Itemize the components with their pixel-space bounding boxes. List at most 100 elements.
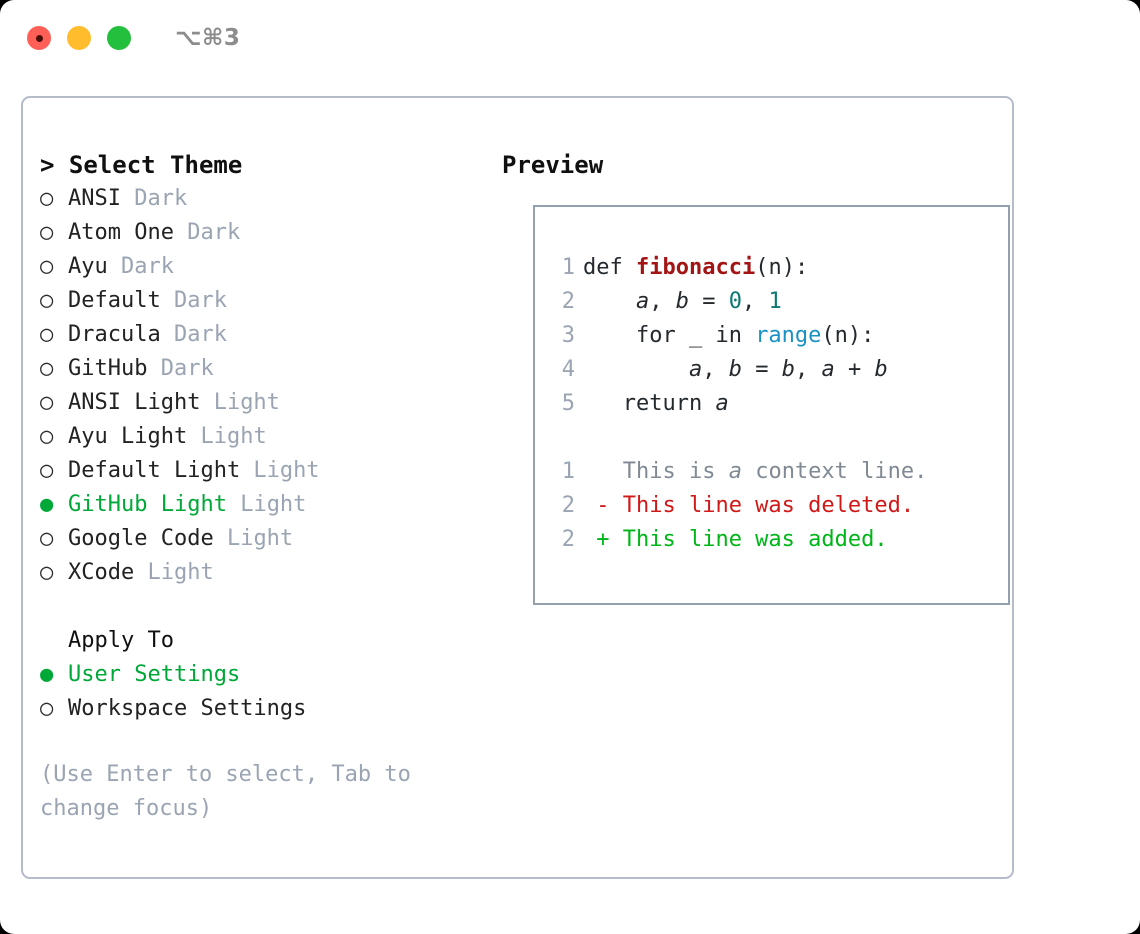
minimize-dot[interactable]: [67, 26, 91, 50]
code-line-content: def fibonacci(n):: [583, 251, 808, 285]
theme-selection-panel: > Select Theme ○ANSI Dark○Atom One Dark○…: [40, 148, 490, 826]
code-token: for _ in: [583, 323, 756, 348]
line-number: 2: [561, 289, 575, 314]
code-token: +: [834, 357, 875, 382]
code-line: 5 return a: [535, 387, 1008, 421]
radio-empty-icon: ○: [40, 424, 54, 449]
code-token: b: [781, 357, 795, 382]
line-number: 3: [561, 323, 575, 348]
radio-selected-icon: ●: [40, 492, 54, 517]
keyboard-hint: (Use Enter to select, Tab to change focu…: [40, 762, 425, 821]
code-line-content: This is a context line.: [583, 455, 928, 489]
code-token: def: [583, 255, 636, 280]
code-token: [583, 289, 636, 314]
code-line-content: a, b = b, a + b: [583, 353, 888, 387]
theme-option-ayu-light[interactable]: ○ Ayu Light Light: [40, 420, 490, 454]
code-token: return: [583, 391, 716, 416]
radio-empty-icon: ○: [40, 288, 54, 313]
apply-to-option-user-settings[interactable]: ●User Settings: [40, 658, 490, 692]
code-token: This is: [583, 459, 729, 484]
list-spacer: [40, 590, 490, 624]
code-token: [583, 425, 596, 450]
code-token: a: [688, 357, 703, 382]
code-token: =: [688, 289, 729, 314]
theme-option-google-code[interactable]: ○Google Code Light: [40, 522, 490, 556]
line-number: 1: [561, 459, 575, 484]
code-token: =: [741, 357, 782, 382]
theme-option-xcode[interactable]: ○XCode Light: [40, 556, 490, 590]
theme-option-label: ANSI: [68, 186, 121, 211]
code-token: a: [728, 459, 742, 484]
code-token: range: [755, 323, 822, 348]
theme-option-default[interactable]: ○ Default Dark: [40, 284, 490, 318]
apply-to-label: Apply To: [68, 628, 174, 653]
theme-option-ayu[interactable]: ○Ayu Dark: [40, 250, 490, 284]
theme-variant-tag: Light: [187, 424, 267, 449]
code-token: + This line was added.: [583, 527, 888, 552]
code-token: 0: [728, 289, 742, 314]
theme-variant-tag: Light: [200, 390, 280, 415]
theme-option-label: Google Code: [68, 526, 214, 551]
theme-option-label: GitHub Light: [68, 492, 227, 517]
theme-option-label: Ayu: [68, 254, 108, 279]
theme-option-label: ANSI Light: [68, 390, 201, 415]
theme-option-github[interactable]: ○GitHub Dark: [40, 352, 490, 386]
radio-empty-icon: ○: [40, 560, 54, 585]
apply-to-heading: ○ Apply To: [40, 624, 490, 658]
radio-empty-icon: ○: [40, 526, 54, 551]
code-token: ,: [702, 357, 729, 382]
line-number: 4: [561, 357, 575, 382]
radio-empty-icon: ○: [40, 356, 54, 381]
theme-option-label: Default: [68, 288, 161, 313]
code-token: a: [821, 357, 835, 382]
code-line: 3 for _ in range(n):: [535, 319, 1008, 353]
apply-to-list: ●User Settings○Workspace Settings: [40, 658, 490, 726]
theme-option-label: GitHub: [68, 356, 148, 381]
radio-empty-icon: ○: [40, 186, 54, 211]
code-line: [535, 421, 1008, 455]
dialog-card: > Select Theme ○ANSI Dark○Atom One Dark○…: [21, 96, 1014, 879]
apply-to-option-label: Workspace Settings: [68, 696, 307, 721]
code-token: b: [675, 289, 689, 314]
code-token: context line.: [741, 459, 928, 484]
theme-option-ansi[interactable]: ○ANSI Dark: [40, 182, 490, 216]
code-token: (n):: [755, 255, 809, 280]
code-token: [583, 357, 689, 382]
radio-empty-icon: ○: [40, 220, 54, 245]
theme-variant-tag: Light: [226, 492, 307, 517]
code-token: b: [728, 357, 742, 382]
code-line: 1 def fibonacci(n):: [535, 251, 1008, 285]
close-dot[interactable]: [27, 26, 51, 50]
theme-variant-tag: Dark: [107, 254, 174, 279]
code-line: 1 This is a context line.: [535, 455, 1008, 489]
code-token: ,: [741, 289, 769, 314]
theme-option-ansi-light[interactable]: ○ ANSI Light Light: [40, 386, 490, 420]
theme-option-label: Ayu Light: [68, 424, 188, 449]
code-token: b: [874, 357, 888, 382]
theme-list: ○ANSI Dark○Atom One Dark○Ayu Dark○Defaul…: [40, 182, 490, 590]
theme-variant-tag: Dark: [160, 288, 227, 313]
radio-empty-icon: ○: [40, 322, 54, 347]
theme-option-atom-one[interactable]: ○Atom One Dark: [40, 216, 490, 250]
line-number: [535, 421, 583, 455]
theme-option-dracula[interactable]: ○Dracula Dark: [40, 318, 490, 352]
radio-empty-icon: ○: [40, 390, 54, 415]
code-line: 4 a, b = b, a + b: [535, 353, 1008, 387]
line-number: 2: [561, 527, 575, 552]
theme-option-label: XCode: [68, 560, 135, 585]
title-bar: ⌥⌘3: [0, 0, 1140, 76]
apply-to-option-workspace-settings[interactable]: ○Workspace Settings: [40, 692, 490, 726]
theme-option-label: Dracula: [68, 322, 161, 347]
select-theme-heading: > Select Theme: [40, 151, 243, 179]
theme-option-default-light[interactable]: ○Default Light Light: [40, 454, 490, 488]
theme-option-github-light[interactable]: ● GitHub Light Light: [40, 488, 490, 522]
apply-to-option-label: User Settings: [68, 662, 241, 687]
maximize-dot[interactable]: [107, 26, 131, 50]
window-controls: [27, 26, 131, 50]
code-line: 2 a, b = 0, 1: [535, 285, 1008, 319]
theme-variant-tag: Light: [240, 458, 320, 483]
line-number: 1: [561, 255, 575, 280]
code-line-content: + This line was added.: [583, 523, 888, 557]
